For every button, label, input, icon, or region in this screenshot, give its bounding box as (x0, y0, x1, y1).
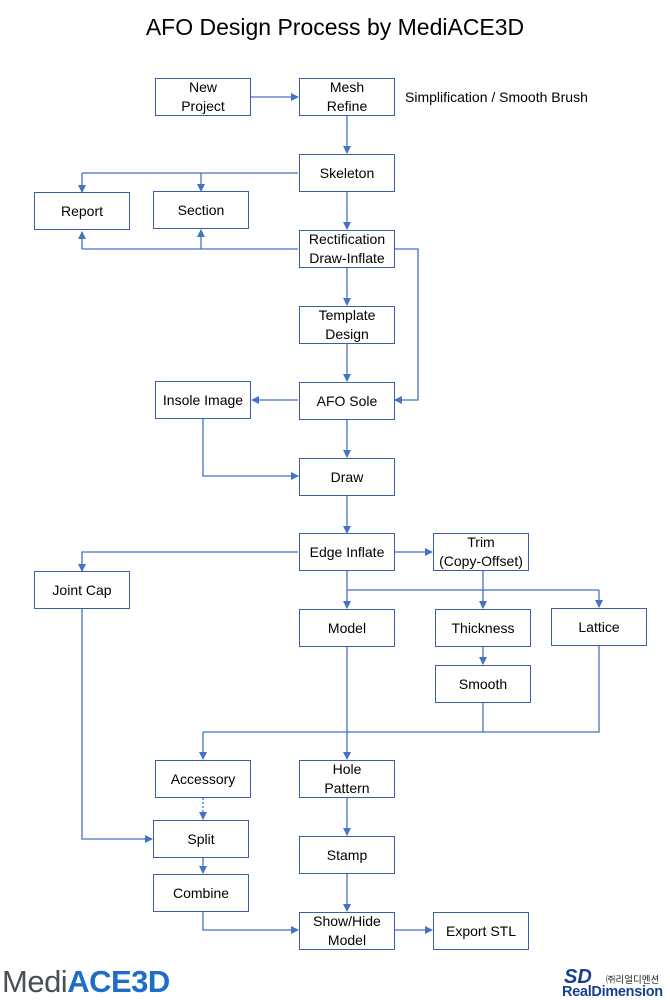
node-mesh-refine[interactable]: Mesh Refine (299, 78, 395, 116)
connector-lattice-down (203, 646, 600, 733)
node-section[interactable]: Section (153, 191, 249, 229)
node-draw[interactable]: Draw (299, 458, 395, 496)
node-afo-sole[interactable]: AFO Sole (299, 382, 395, 420)
mediace3d-logo: MediACE3D (2, 964, 170, 1000)
node-report[interactable]: Report (34, 192, 130, 230)
node-combine[interactable]: Combine (153, 874, 249, 912)
connector-combine-showhide (202, 912, 299, 934)
logo-medi-text: Medi (2, 964, 68, 999)
node-new-project[interactable]: New Project (155, 78, 251, 116)
node-export-stl[interactable]: Export STL (433, 912, 529, 950)
node-thickness[interactable]: Thickness (435, 609, 531, 647)
diagram-title: AFO Design Process by MediACE3D (145, 14, 525, 40)
node-hole-pattern[interactable]: Hole Pattern (299, 760, 395, 798)
connector-rectification-afosole (394, 248, 419, 404)
realdimension-mark: SD (564, 966, 592, 988)
realdimension-name: RealDimension (562, 984, 663, 1000)
node-rectification-draw-inflate[interactable]: Rectification Draw-Inflate (299, 230, 395, 268)
node-joint-cap[interactable]: Joint Cap (34, 571, 130, 609)
logo-ace3d-text: ACE3D (67, 964, 170, 999)
node-show-hide-model[interactable]: Show/Hide Model (299, 912, 395, 950)
realdimension-korean-name: ㈜리얼디멘션 (606, 975, 660, 986)
node-trim-copy-offset[interactable]: Trim (Copy-Offset) (433, 533, 529, 571)
node-edge-inflate[interactable]: Edge Inflate (299, 533, 395, 571)
node-smooth[interactable]: Smooth (435, 665, 531, 703)
node-split[interactable]: Split (153, 820, 249, 858)
connector-edgeinflate-jointcap (78, 551, 298, 572)
node-insole-image[interactable]: Insole Image (155, 381, 251, 419)
node-template-design[interactable]: Template Design (299, 306, 395, 344)
node-skeleton[interactable]: Skeleton (299, 154, 395, 192)
node-accessory[interactable]: Accessory (155, 760, 251, 798)
connector-jointcap-split (81, 609, 153, 843)
node-model[interactable]: Model (299, 609, 395, 647)
node-stamp[interactable]: Stamp (299, 836, 395, 874)
connector-insole-draw (202, 419, 299, 480)
mesh-refine-annotation: Simplification / Smooth Brush (405, 89, 588, 105)
node-lattice[interactable]: Lattice (551, 608, 647, 646)
